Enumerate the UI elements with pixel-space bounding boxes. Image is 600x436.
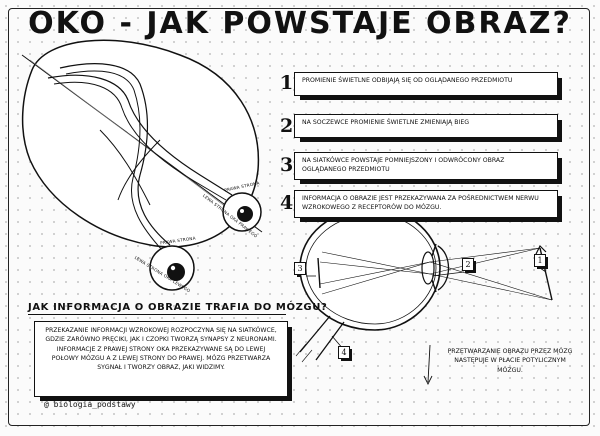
diagram-marker-1: 1 (534, 254, 548, 269)
step-4-number: 4 (280, 192, 294, 214)
step-3-number: 3 (280, 154, 294, 176)
brain-processing-caption: Przetwarzanie obrazu przez mózg następuj… (447, 348, 573, 374)
step-4-text: Informacja o obrazie jest przekazywana z… (302, 195, 539, 211)
section-underline (28, 314, 286, 315)
step-1-number: 1 (280, 72, 294, 94)
step-2-box: Na soczewce promienie świetlne zmieniają… (294, 114, 562, 142)
lower-eyeball (149, 245, 195, 291)
section-question: Jak informacja o obrazie trafia do mózgu… (28, 302, 328, 313)
step-2-number: 2 (280, 115, 294, 137)
diagram-marker-2: 2 (462, 258, 476, 273)
diagram-marker-3: 3 (294, 262, 308, 277)
author-credit: @ biologia_podstawy (44, 400, 136, 409)
page-title: OKO - JAK POWSTAJE OBRAZ? (28, 6, 572, 41)
step-3-text: Na siatkówce powstaje pomniejszony i odw… (302, 157, 505, 173)
step-4-box: Informacja o obrazie jest przekazywana z… (294, 190, 562, 222)
step-1-text: Promienie świetlne odbijają się od ogląd… (302, 77, 513, 84)
step-1-box: Promienie świetlne odbijają się od ogląd… (294, 72, 562, 100)
step-2-text: Na soczewce promienie świetlne zmieniają… (302, 119, 470, 126)
section-info-box: Przekazanie informacji wzrokowej rozpocz… (34, 321, 292, 401)
upper-eyeball (222, 192, 262, 232)
section-body: Przekazanie informacji wzrokowej rozpocz… (45, 327, 277, 372)
diagram-marker-4: 4 (338, 346, 352, 361)
page-frame (8, 8, 590, 426)
step-3-box: Na siatkówce powstaje pomniejszony i odw… (294, 152, 562, 184)
